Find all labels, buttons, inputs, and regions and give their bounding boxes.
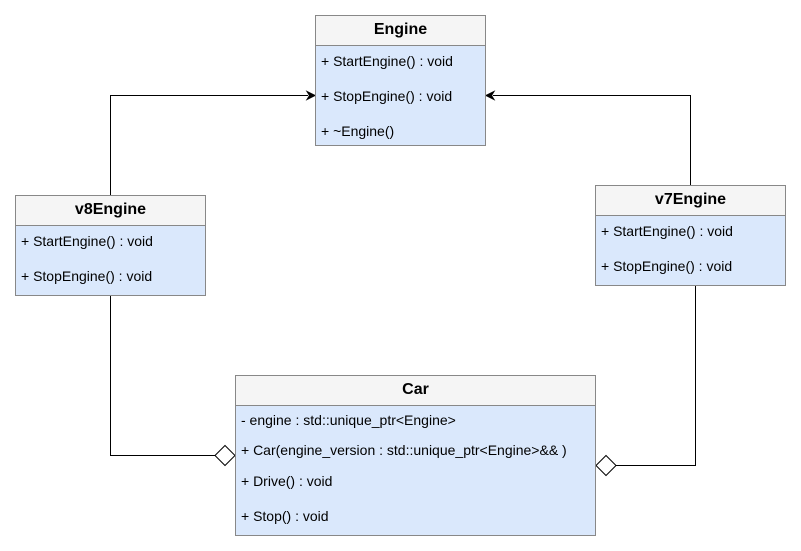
v8engine-class-name: v8Engine — [16, 196, 205, 226]
v7engine-operation-stop-engine: + StopEngine() : void — [601, 258, 733, 274]
engine-class[interactable]: Engine + StartEngine() : void + StopEngi… — [315, 15, 486, 146]
engine-class-name: Engine — [316, 16, 485, 46]
v8engine-to-engine-edge[interactable] — [110, 95, 309, 196]
v8engine-to-car-aggregation-diamond — [214, 444, 236, 467]
v7engine-to-car-edge[interactable] — [616, 286, 696, 466]
v7engine-to-engine-arrowhead — [484, 90, 496, 101]
v7engine-class[interactable]: v7Engine + StartEngine() : void + StopEn… — [595, 185, 786, 286]
v8engine-to-engine-arrowhead — [305, 90, 317, 101]
car-attribute-engine: - engine : std::unique_ptr<Engine> — [241, 412, 456, 428]
v7engine-operation-start-engine: + StartEngine() : void — [601, 223, 733, 239]
car-class-name: Car — [236, 376, 595, 406]
car-operation-constructor: + Car(engine_version : std::unique_ptr<E… — [241, 442, 567, 458]
v7engine-to-car-aggregation-diamond — [595, 454, 617, 477]
v8engine-class[interactable]: v8Engine + StartEngine() : void + StopEn… — [15, 195, 206, 296]
v8engine-operation-start-engine: + StartEngine() : void — [21, 233, 153, 249]
car-class[interactable]: Car - engine : std::unique_ptr<Engine> +… — [235, 375, 596, 536]
v8engine-operation-stop-engine: + StopEngine() : void — [21, 268, 153, 284]
engine-operation-stop-engine: + StopEngine() : void — [321, 88, 453, 104]
car-operation-drive: + Drive() : void — [241, 473, 333, 489]
engine-operation-destructor: + ~Engine() — [321, 123, 395, 139]
engine-operation-start-engine: + StartEngine() : void — [321, 53, 453, 69]
car-operation-stop: + Stop() : void — [241, 508, 329, 524]
v7engine-class-name: v7Engine — [596, 186, 785, 216]
v7engine-to-engine-edge[interactable] — [493, 95, 691, 186]
v8engine-to-car-edge[interactable] — [110, 296, 216, 456]
